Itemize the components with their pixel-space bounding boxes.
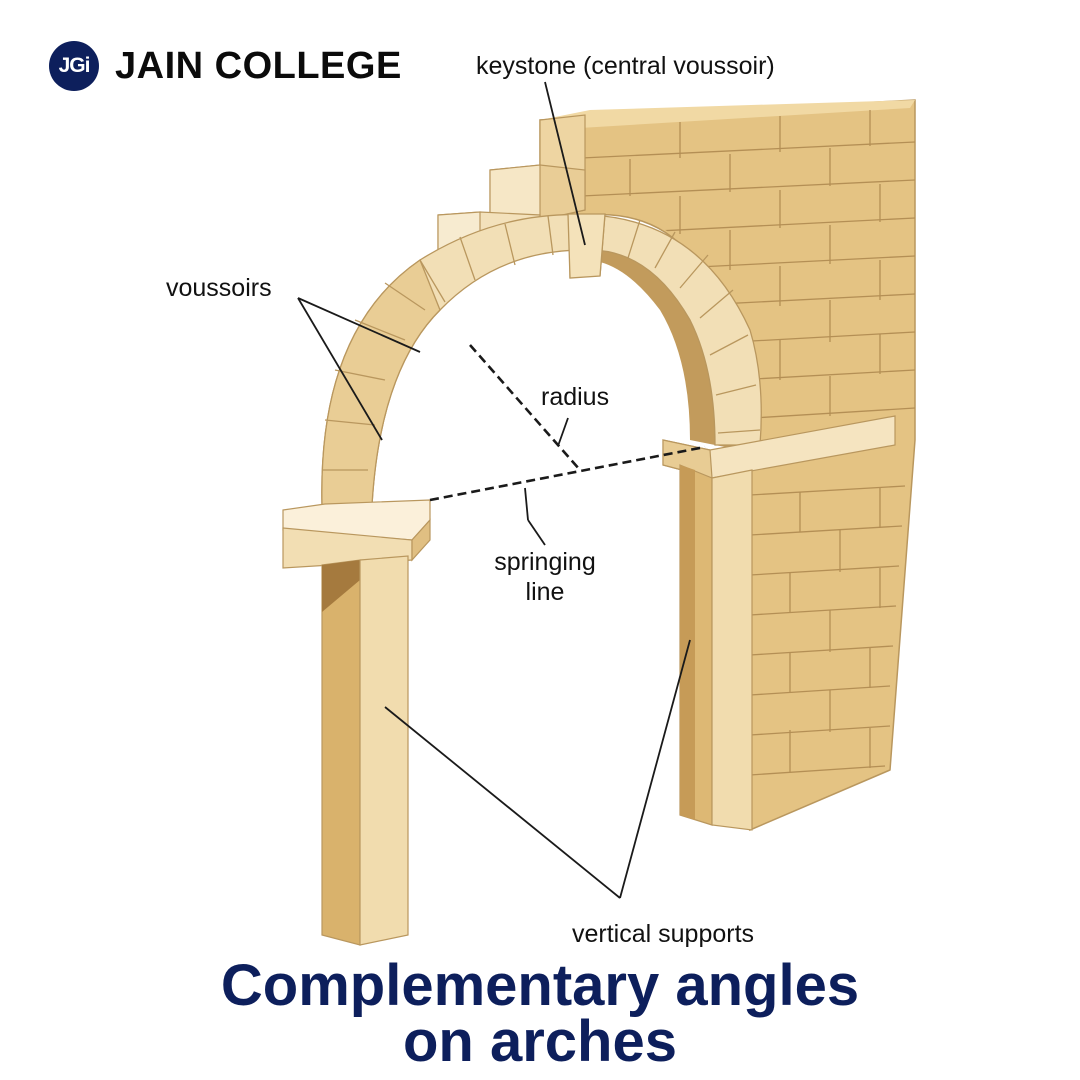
logo-text: JGi — [58, 54, 91, 77]
title-line-1: Complementary angles — [220, 953, 860, 1018]
construction-lines — [429, 344, 706, 502]
title-line-2: on arches — [403, 1009, 677, 1074]
left-pier — [282, 499, 431, 946]
label-keystone: keystone (central voussoir) — [476, 52, 775, 80]
label-springing-line-1: springing — [494, 548, 596, 576]
brand-name: JAIN COLLEGE — [115, 45, 402, 87]
arch-soffit — [600, 230, 740, 450]
label-radius: radius — [541, 383, 610, 411]
label-springing-line: springing line — [470, 547, 620, 607]
brick-wall — [539, 99, 916, 832]
label-vertical-supports: vertical supports — [572, 920, 755, 948]
jgi-logo: JGi — [49, 41, 99, 91]
voussoir-ring — [321, 213, 762, 506]
leader-lines — [297, 81, 691, 899]
page-title: Complementary angles on arches — [0, 953, 1080, 1074]
label-springing-line-2: line — [525, 578, 565, 606]
right-pier — [662, 415, 896, 831]
label-voussoirs: voussoirs — [166, 274, 272, 302]
